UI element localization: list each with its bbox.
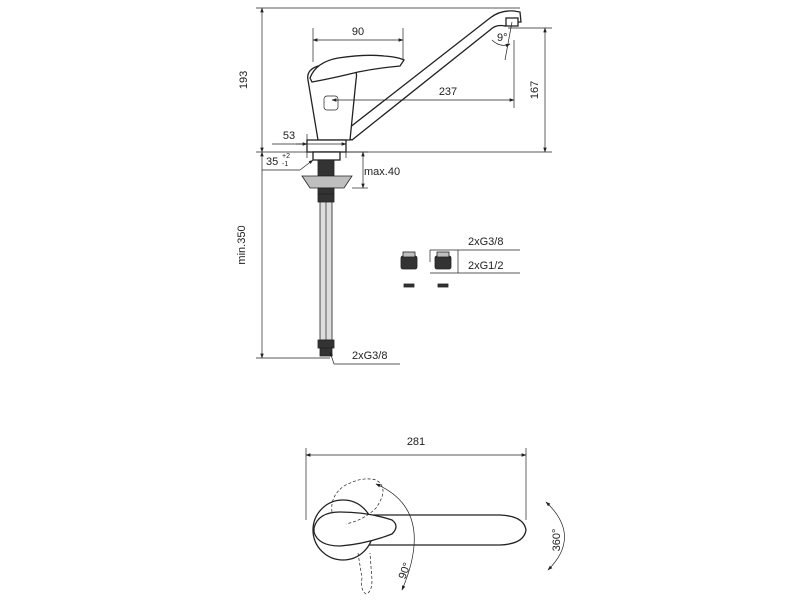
rotated-lever-dashed [331, 478, 384, 525]
dim-hose-length: min.350 [236, 225, 248, 264]
dim-spout-angle: 9° [497, 32, 508, 44]
dim-handle-rotation: 90° [397, 561, 414, 581]
dim-spout-reach: 237 [439, 86, 457, 98]
spout-outline [338, 10, 522, 141]
dim-adapter-g38: 2xG3/8 [468, 236, 503, 248]
dim-total-height: 193 [238, 71, 250, 89]
top-view: 281 90° 360° [305, 436, 565, 595]
adapters: 2xG3/8 2xG1/2 [400, 236, 520, 288]
dim-adapter-g12: 2xG1/2 [468, 260, 503, 272]
dim-hole-tol-minus: -1 [282, 161, 288, 168]
dim-spout-height: 167 [529, 81, 541, 99]
dim-base-diameter: 53 [283, 130, 295, 142]
dim-hole-diameter: 35 [266, 156, 278, 168]
dim-hole-tol-plus: +2 [282, 153, 290, 160]
lever-handle [309, 54, 405, 83]
dim-spout-rotation: 360° [551, 529, 563, 552]
adapter-g38-icon [400, 255, 418, 270]
side-view: 90 9° 193 167 237 53 35 +2 -1 max.40 min… [236, 7, 552, 365]
mounting-nut [301, 175, 353, 189]
adapter-g12-icon [434, 255, 452, 270]
dim-hose-connection: 2xG3/8 [352, 350, 387, 362]
dim-max-thickness: max.40 [364, 166, 400, 178]
dim-top-length: 281 [407, 436, 425, 448]
dim-handle-width: 90 [352, 26, 364, 38]
